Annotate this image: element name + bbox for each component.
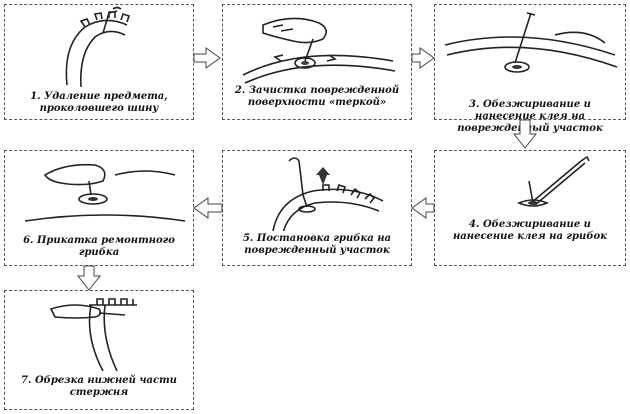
step-6-box: 6. Прикатка ремонтного грибка: [4, 150, 194, 266]
step-1-box: 1. Удаление предмета, проколовшего шину: [4, 4, 194, 120]
trim-stem-illustration: [49, 298, 137, 371]
step-1-caption: 1. Удаление предмета, проколовшего шину: [30, 91, 168, 114]
glue-on-damage-illustration: [444, 12, 618, 73]
step-5-caption: 5. Постановка грибка на поврежденный уча…: [242, 233, 392, 256]
tire-puncture-illustration: [65, 6, 131, 88]
arrow-4-to-5: [411, 197, 435, 219]
arrow-1-to-2: [193, 47, 221, 69]
arrow-6-to-7: [76, 265, 102, 291]
step-7-caption: 7. Обрезка нижней части стержня: [21, 375, 177, 398]
step-7-box: 7. Обрезка нижней части стержня: [4, 290, 194, 410]
step-4-caption: 4. Обезжиривание и нанесение клея на гри…: [453, 219, 607, 242]
arrow-2-to-3: [411, 47, 435, 69]
step-2-caption: 2. Зачистка поврежденной поверхности «те…: [234, 85, 400, 108]
step-4-box: 4. Обезжиривание и нанесение клея на гри…: [434, 150, 626, 266]
glue-on-mushroom-illustration: [516, 155, 590, 207]
insert-mushroom-illustration: [272, 157, 384, 231]
step-6-caption: 6. Прикатка ремонтного грибка: [23, 235, 175, 258]
roll-mushroom-illustration: [24, 163, 186, 222]
step-5-box: 5. Постановка грибка на поврежденный уча…: [222, 150, 412, 266]
rasp-cleaning-illustration: [242, 17, 396, 84]
arrow-3-to-4: [512, 119, 538, 149]
arrow-5-to-6: [193, 197, 223, 219]
